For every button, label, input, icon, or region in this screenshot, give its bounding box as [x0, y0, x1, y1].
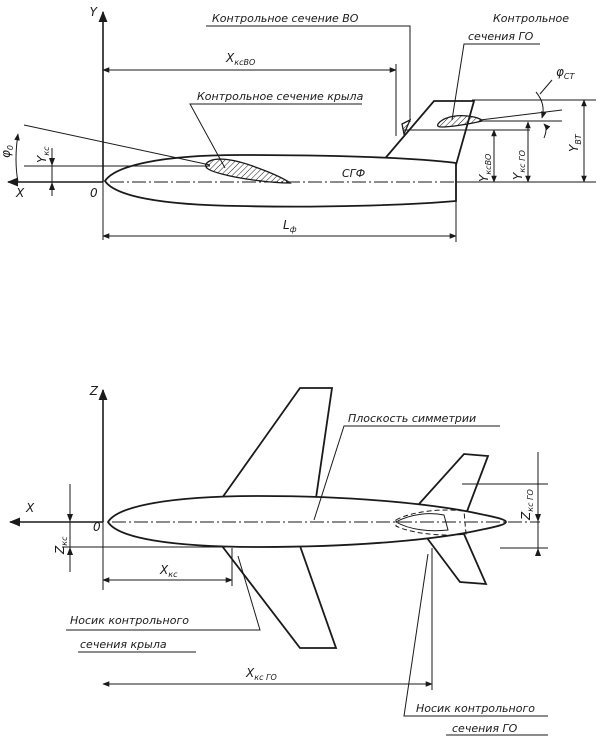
- dim-l-f-label: Lф: [283, 218, 297, 234]
- label-symmetry: Плоскость симметрии: [348, 412, 476, 425]
- tail-inner-contour: [395, 509, 467, 536]
- dim-z-ksgo-label: Zкс ГО: [519, 489, 535, 521]
- leader-wing-section: [189, 103, 362, 169]
- phi0-arc: [14, 133, 20, 183]
- side-view: Y X 0 Контрольное сечение ВО Контрольное…: [0, 5, 596, 242]
- phi-st-arc: [535, 91, 547, 119]
- dim-y-ks-label: Yкс: [35, 146, 51, 163]
- label-vo-section: Контрольное сечение ВО: [212, 12, 359, 25]
- dim-y-ks-arrows: [49, 158, 55, 190]
- leader-go-section: [451, 43, 540, 121]
- leader-symmetry: [313, 425, 500, 521]
- dim-x-ksgo-label: Xкс ГО: [245, 666, 277, 682]
- label-sgf: СГФ: [342, 167, 365, 180]
- label-go-nose-2: сечения ГО: [452, 722, 518, 735]
- dim-x-ks-label: Xкс: [159, 563, 178, 579]
- phi-st-leader: [539, 79, 553, 95]
- phi-st-label: φСТ: [556, 65, 576, 81]
- label-go-section-1: Контрольное: [493, 12, 569, 25]
- leader-wing-nose-1: [66, 555, 261, 631]
- dim-z-ks-label: Zкс: [53, 536, 69, 555]
- dim-y-ksvo-label: YксВО: [477, 154, 493, 182]
- dim-x-ksvo-label: XксВО: [225, 51, 255, 67]
- phi-st-ray: [479, 109, 563, 121]
- label-go-nose-1: Носик контрольного: [416, 702, 535, 715]
- side-origin-label: 0: [90, 186, 98, 200]
- top-x-axis-label: X: [25, 501, 35, 515]
- dim-y-vt-label: YВТ: [567, 133, 583, 152]
- side-x-axis-label: X: [15, 186, 25, 200]
- phi0-ray: [23, 124, 211, 166]
- top-view: Z X 0 Плоскость симметрии Zкс Xкс: [8, 384, 548, 736]
- leader-vo-section: [206, 25, 411, 122]
- dim-y-ksgo-label: Yкс ГО: [511, 150, 527, 180]
- label-go-section-2: сечения ГО: [468, 30, 534, 43]
- leader-go-nose-1: [403, 553, 548, 717]
- wing-section-hatched: [204, 158, 292, 184]
- phi0-label: φ0: [0, 145, 15, 158]
- top-z-axis-label: Z: [89, 384, 99, 398]
- label-wing-section: Контрольное сечение крыла: [197, 90, 364, 103]
- label-wing-nose-1: Носик контрольного: [70, 614, 189, 627]
- phi-st-arc-2: [543, 123, 551, 139]
- upper-wing: [220, 387, 334, 499]
- top-origin-label: 0: [93, 520, 101, 534]
- label-wing-nose-2: сечения крыла: [80, 638, 167, 651]
- side-y-axis-label: Y: [90, 5, 99, 19]
- lower-stabilizer: [422, 533, 488, 586]
